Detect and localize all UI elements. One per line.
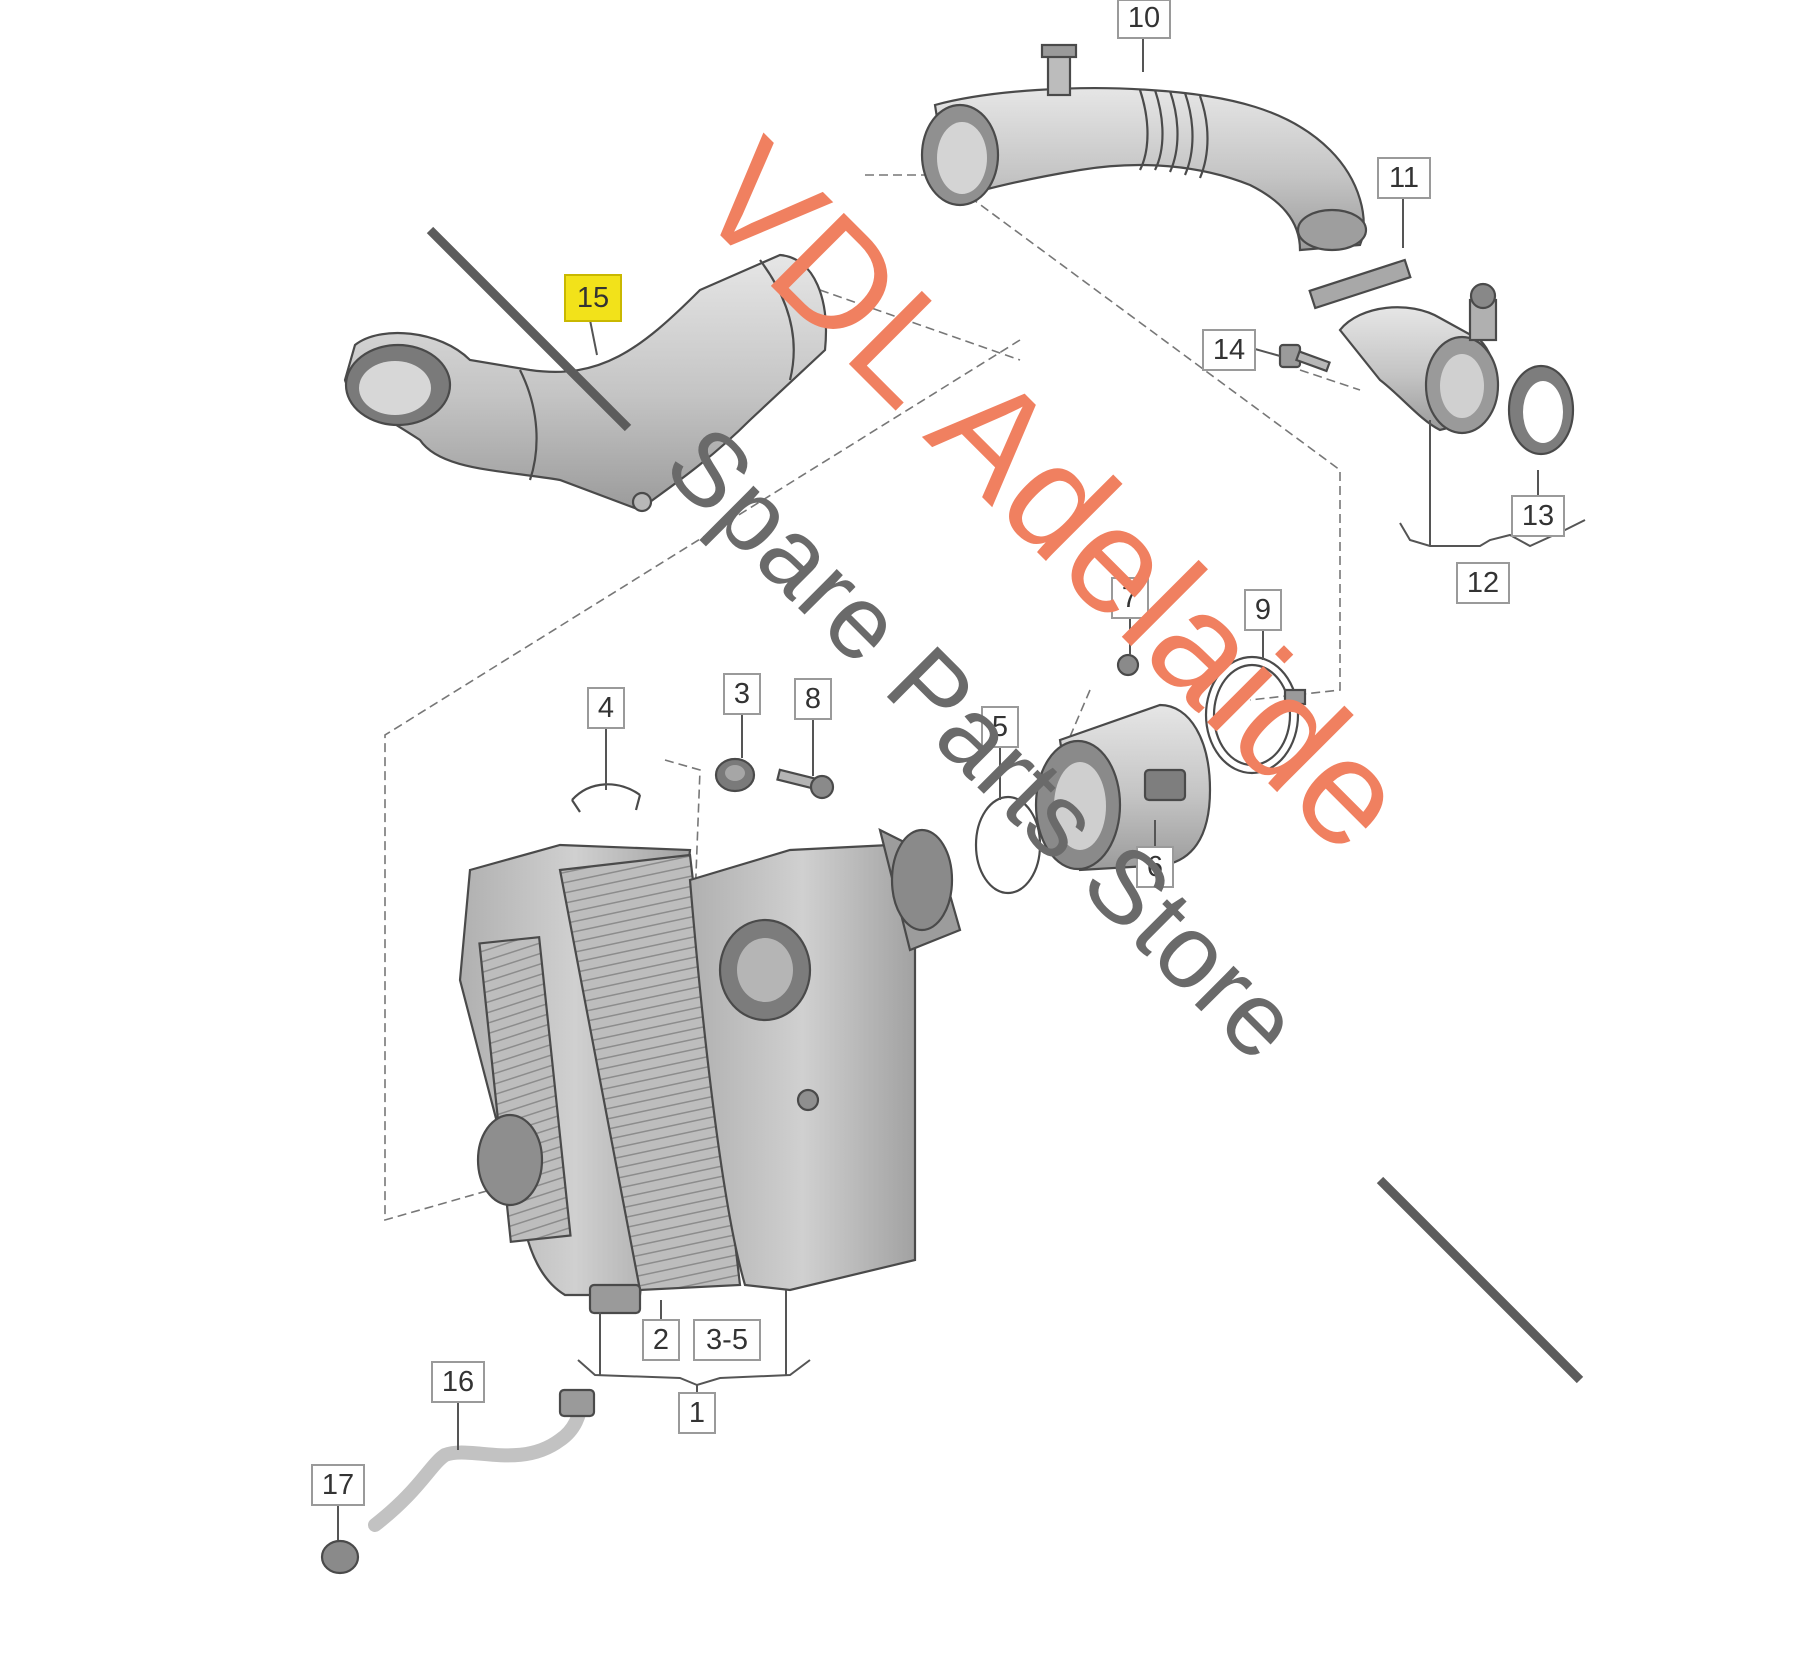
- callout-5: 5: [981, 706, 1019, 748]
- callout-12-text: 12: [1467, 567, 1499, 599]
- callout-8-text: 8: [805, 683, 821, 715]
- watermark-stroke-bottom: [1376, 1176, 1584, 1384]
- callout-16-text: 16: [442, 1366, 474, 1398]
- grommet-part-3: [714, 757, 756, 793]
- callout-15-text: 15: [577, 282, 609, 314]
- drain-hose-part-16: [368, 1388, 596, 1532]
- corrugation-ribs: [1138, 89, 1209, 179]
- callout-14-text: 14: [1213, 334, 1245, 366]
- cap-part-17: [320, 1539, 360, 1575]
- callout-17-text: 17: [322, 1469, 354, 1501]
- seal-ring-part-13: [1507, 364, 1575, 456]
- callout-9-text: 9: [1255, 594, 1271, 626]
- callout-8: 8: [794, 678, 832, 720]
- callout-12: 12: [1456, 562, 1510, 604]
- gasket-part-11: [1308, 258, 1412, 310]
- callout-1-text: 1: [689, 1397, 705, 1429]
- callout-4-text: 4: [598, 692, 614, 724]
- callout-3-5: 3-5: [693, 1319, 761, 1361]
- callout-10: 10: [1117, 0, 1171, 39]
- callout-15: 15: [564, 274, 622, 322]
- air-filter-housing-part-1: [458, 827, 962, 1315]
- air-mass-meter-part-6: [1034, 703, 1212, 872]
- callout-3-5-text: 3-5: [706, 1324, 748, 1356]
- screw-part-7: [1116, 653, 1140, 677]
- callout-labels: 10 11 14 15 13 12 7 9: [311, 0, 1565, 1506]
- o-ring-part-5: [974, 795, 1042, 895]
- callout-2-text: 2: [653, 1324, 669, 1356]
- callout-9: 9: [1244, 589, 1282, 631]
- callout-13-text: 13: [1522, 500, 1554, 532]
- callout-11-text: 11: [1389, 162, 1419, 194]
- callout-2: 2: [642, 1319, 680, 1361]
- callout-10-text: 10: [1128, 2, 1160, 34]
- air-pipe-part-10: [920, 43, 1368, 252]
- callout-7-text: 7: [1122, 582, 1138, 614]
- callout-5-text: 5: [992, 711, 1008, 743]
- callout-4: 4: [587, 687, 625, 729]
- bolt-part-14: [1278, 343, 1331, 373]
- callout-7: 7: [1111, 577, 1149, 619]
- callout-16: 16: [431, 1361, 485, 1403]
- callout-1: 1: [678, 1392, 716, 1434]
- callout-17: 17: [311, 1464, 365, 1506]
- callout-11: 11: [1377, 157, 1431, 199]
- callout-3: 3: [723, 673, 761, 715]
- callout-6: 6: [1136, 846, 1174, 888]
- callout-13: 13: [1511, 495, 1565, 537]
- watermark-stroke-top: [426, 226, 632, 432]
- bolt-part-8: [776, 768, 835, 800]
- callout-14: 14: [1202, 329, 1256, 371]
- callout-3-text: 3: [734, 678, 750, 710]
- callout-6-text: 6: [1147, 851, 1163, 883]
- throttle-elbow-part-12: [1338, 282, 1500, 435]
- hose-clamp-part-9: [1204, 655, 1307, 775]
